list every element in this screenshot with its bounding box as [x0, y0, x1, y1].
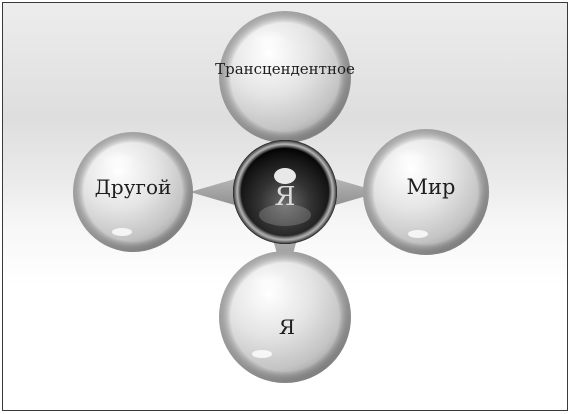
- sphere-world: Мир: [363, 129, 489, 255]
- sphere-self-center-label: Я: [275, 182, 296, 212]
- sphere-other-label: Другой: [95, 175, 172, 199]
- sphere-self-bottom: Я: [219, 251, 351, 383]
- sphere-other: Другой: [73, 132, 193, 252]
- connector-right: [325, 176, 380, 208]
- sphere-world-label: Мир: [407, 175, 456, 199]
- sphere-transcendent-label: Трансцендентное: [215, 60, 355, 78]
- connector-left: [190, 176, 245, 208]
- sphere-transcendent: Трансцендентное: [215, 11, 355, 143]
- sphere-self-bottom-label: Я: [279, 315, 295, 339]
- sphere-self-center: Я: [233, 140, 337, 244]
